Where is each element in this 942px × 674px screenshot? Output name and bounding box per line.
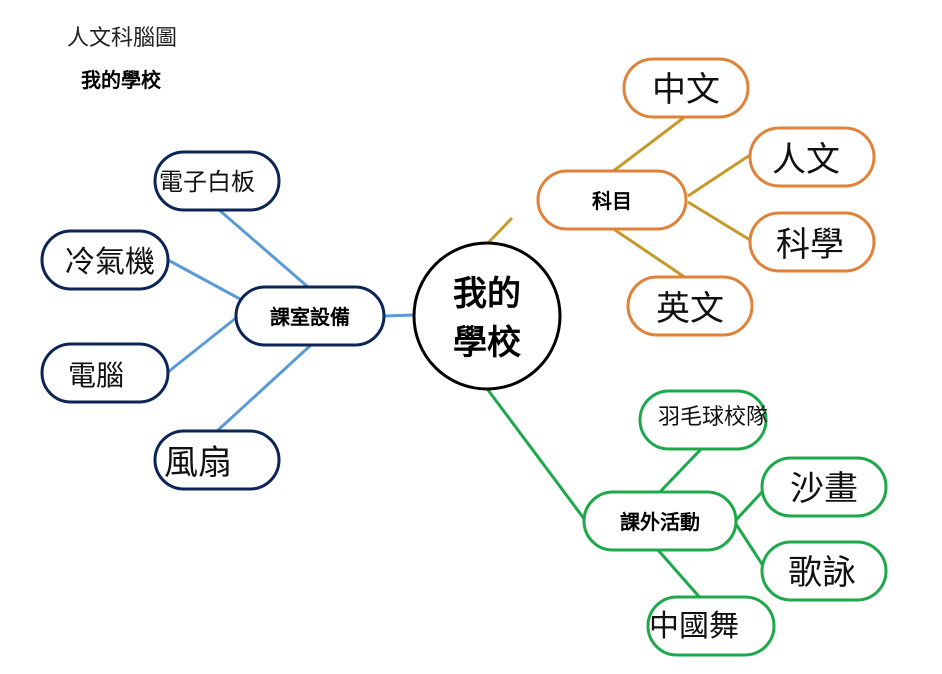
- leaf-label-fan: 風扇: [164, 443, 232, 483]
- leaf-label-chinese: 中文: [652, 70, 720, 110]
- leaf-node-computer: 電腦: [40, 342, 170, 404]
- leaf-node-science: 科學: [748, 211, 876, 273]
- center-label-line1: 我的: [453, 274, 521, 314]
- leaf-label-aircon: 冷氣機: [65, 245, 155, 280]
- leaf-label-whiteboard: 電子白板: [159, 168, 255, 196]
- leaf-node-whiteboard: 電子白板: [153, 150, 281, 212]
- branch-node-activities: 課外活動: [582, 490, 738, 552]
- leaf-label-choir: 歌詠: [788, 553, 856, 593]
- connector-equipment-aircon: [167, 258, 241, 301]
- leaf-label-science: 科學: [776, 225, 844, 265]
- leaf-node-humanities: 人文: [748, 126, 876, 188]
- branch-node-subjects: 科目: [536, 169, 688, 231]
- leaf-node-sandart: 沙畫: [760, 456, 888, 518]
- connector-center-equipment: [383, 313, 415, 318]
- leaf-label-badminton: 羽毛球校隊: [658, 405, 768, 430]
- leaf-node-fan: 風扇: [153, 429, 281, 491]
- center-label-line2: 學校: [453, 323, 521, 363]
- leaf-label-sandart: 沙畫: [790, 469, 858, 509]
- leaf-node-choir: 歌詠: [760, 540, 888, 602]
- connector-subjects-science: [687, 200, 751, 242]
- connector-activities-badminton: [656, 446, 704, 496]
- connector-subjects-chinese: [611, 114, 687, 174]
- document-title: 人文科腦圖: [67, 26, 178, 51]
- connector-activities-sandart: [734, 490, 764, 522]
- connector-equipment-whiteboard: [217, 207, 309, 289]
- leaf-node-badminton: 羽毛球校隊: [638, 389, 768, 451]
- leaf-node-english: 英文: [626, 275, 754, 337]
- branch-node-equipment: 課室設備: [234, 285, 386, 347]
- leaf-node-chinese: 中文: [622, 57, 750, 119]
- leaf-node-aircon: 冷氣機: [40, 229, 170, 291]
- document-subtitle: 我的學校: [81, 68, 161, 92]
- center-node: 我的 學校: [412, 241, 562, 391]
- leaf-label-dance: 中國舞: [649, 609, 739, 644]
- leaf-node-dance: 中國舞: [646, 595, 776, 657]
- leaf-label-humanities: 人文: [772, 140, 840, 180]
- connector-equipment-fan: [214, 342, 314, 434]
- connector-activities-dance: [656, 549, 704, 601]
- branch-label-activities: 課外活動: [620, 510, 700, 534]
- leaf-label-computer: 電腦: [68, 359, 124, 392]
- connector-center-activities: [486, 389, 587, 521]
- leaf-label-english: 英文: [656, 289, 724, 329]
- branch-label-equipment: 課室設備: [270, 305, 350, 329]
- connector-subjects-humanities: [687, 153, 751, 198]
- connector-center-subjects: [485, 216, 514, 246]
- connector-equipment-computer: [167, 316, 237, 374]
- branch-label-subjects: 科目: [592, 189, 632, 213]
- connector-subjects-english: [611, 226, 687, 280]
